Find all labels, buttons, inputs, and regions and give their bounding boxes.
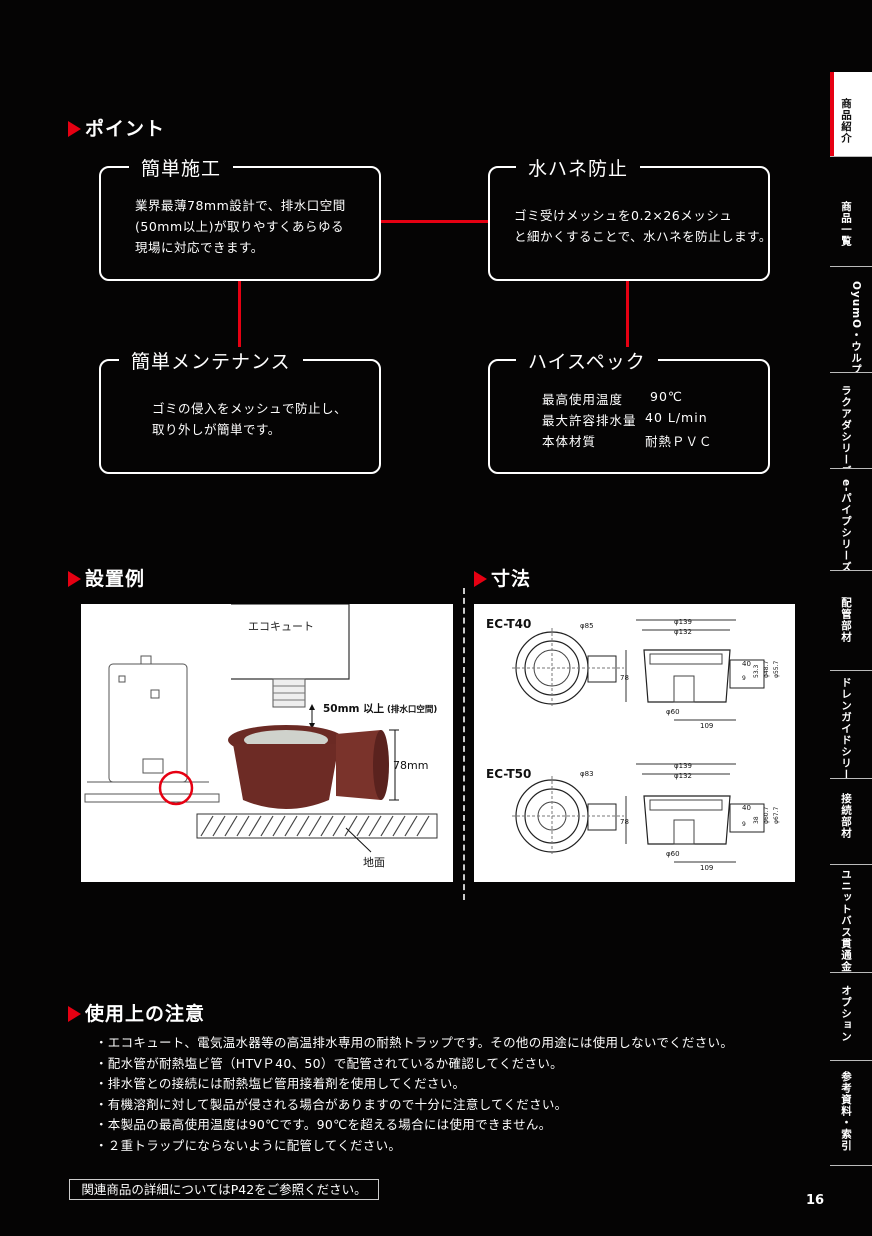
- spec-value: 耐熱ＰＶＣ: [645, 434, 713, 449]
- tab-unitbath-fittings[interactable]: ユニットバス貫通金具: [830, 864, 872, 984]
- connector-line: [238, 281, 241, 362]
- feature-box-easy-maintenance: 簡単メンテナンス ゴミの侵入をメッシュで防止し、 取り外しが簡単です。: [99, 347, 381, 474]
- feature-label: 水ハネ防止: [516, 154, 641, 181]
- point-section-title: ポイント: [68, 114, 165, 141]
- dim-r2: φ55.7: [773, 661, 780, 679]
- ecocute-label: エコキュート: [248, 620, 314, 633]
- caution-line: ・エコキュート、電気温水器等の高温排水専用の耐熱トラップです。その他の用途には使…: [95, 1035, 734, 1050]
- caution-line: ・有機溶剤に対して製品が侵される場合がありますので十分に注意してください。: [95, 1097, 568, 1112]
- tab-label: 参考資料・索引: [840, 1071, 852, 1152]
- caution-line: ・排水管との接続には耐熱塩ビ管用接着剤を使用してください。: [95, 1076, 466, 1091]
- dim-r2: φ67.7: [773, 807, 780, 825]
- tab-drain-guide-series[interactable]: ドレンガイドシリーズ: [830, 670, 872, 792]
- ecocute-outline: [231, 603, 350, 680]
- dim-r1: φ48.7: [763, 661, 770, 679]
- dim-40: 40: [742, 804, 751, 812]
- space-label: 50mm 以上: [323, 702, 385, 715]
- connector-line: [626, 281, 629, 362]
- feature-label: 簡単メンテナンス: [119, 347, 303, 374]
- dim-bottom: φ60: [666, 708, 680, 716]
- feature-box-splash-prevention: 水ハネ防止 ゴミ受けメッシュを0.2×26メッシュ と細かくすることで、水ハネを…: [488, 154, 772, 281]
- caution-section-title: 使用上の注意: [68, 999, 205, 1026]
- tab-label: オプション: [840, 985, 852, 1043]
- dim-d1: φ139: [674, 618, 692, 626]
- tab-label: 配管部材: [840, 597, 852, 643]
- dim-40: 40: [742, 660, 751, 668]
- spec-name: 最大許容排水量: [542, 413, 637, 428]
- feature-text: 業界最薄78mm設計で、排水口空間 (50mm以上)が取りやすくあらゆる 現場に…: [135, 198, 346, 255]
- tab-label: 商品一覧: [840, 201, 852, 247]
- tab-options[interactable]: オプション: [830, 972, 872, 1061]
- page-number: 16: [806, 1193, 825, 1208]
- space-note: (排水口空間): [387, 704, 437, 715]
- model-ec-t50: EC-T50 φ83 φ139 φ132 78 40 φ60 109 φ60.7…: [486, 762, 780, 872]
- install-diagram: エコキュート 50mm 以上 (排水口空間) 78mm: [84, 603, 438, 869]
- spec-name: 本体材質: [542, 434, 597, 449]
- triangle-bullet-icon: [474, 571, 487, 587]
- dim-r4: 9: [742, 821, 746, 828]
- tab-label: ドレンガイドシリーズ: [840, 677, 852, 792]
- dim-top: φ83: [580, 770, 594, 778]
- tab-connection-parts[interactable]: 接続部材: [830, 778, 872, 865]
- triangle-bullet-icon: [68, 121, 81, 137]
- dim-height: 78: [620, 818, 629, 826]
- dim-bottom: φ60: [666, 850, 680, 858]
- triangle-bullet-icon: [68, 571, 81, 587]
- highlight-circle: [158, 770, 194, 806]
- tab-product-list[interactable]: 商品一覧: [830, 156, 872, 267]
- model-name: EC-T50: [486, 767, 531, 781]
- tab-references-index[interactable]: 参考資料・索引: [830, 1060, 872, 1166]
- dim-r4: 9: [742, 675, 746, 682]
- dims-section-title: 寸法: [474, 564, 531, 591]
- tab-rakuada-series[interactable]: ラクアダシリーズ: [830, 372, 872, 477]
- dim-d2: φ132: [674, 772, 692, 780]
- dim-d1: φ139: [674, 762, 692, 770]
- model-ec-t40: EC-T40 φ85 φ139 φ132 78 40 φ60 109 φ48.7…: [486, 617, 780, 730]
- dim-length: 109: [700, 722, 713, 730]
- tab-label: 商品紹介: [840, 98, 852, 144]
- tab-piping-parts[interactable]: 配管部材: [830, 570, 872, 671]
- ground-label: 地面: [363, 856, 385, 869]
- spec-value: 40 L/min: [645, 410, 708, 425]
- dim-d2: φ132: [674, 628, 692, 636]
- caution-line: ・本製品の最高使用温度は90℃です。90℃を超える場合には使用できません。: [95, 1117, 552, 1132]
- feature-box-high-spec: ハイスペック 最高使用温度 90℃ 最大許容排水量 40 L/min 本体材質 …: [488, 347, 770, 474]
- dim-r1: φ60.7: [763, 807, 770, 825]
- caution-line: ・配水管が耐熱塩ビ管（HTVＰ40、50）で配管されているか確認してください。: [95, 1056, 563, 1071]
- tab-label: e-パイプシリーズ: [840, 479, 852, 573]
- dim-r3: 38: [753, 816, 760, 824]
- section-divider: [463, 588, 465, 900]
- related-products-note: 関連商品の詳細についてはP42をご参照ください。: [69, 1179, 379, 1200]
- feature-label: 簡単施工: [129, 154, 234, 181]
- tab-product-intro[interactable]: 商品紹介: [830, 72, 872, 156]
- triangle-bullet-icon: [68, 1006, 81, 1022]
- tab-label: ラクアダシリーズ: [840, 385, 852, 477]
- tab-label: 接続部材: [840, 793, 852, 839]
- dims-diagram-panel: EC-T40 φ85 φ139 φ132 78 40 φ60 109 φ48.7…: [474, 604, 795, 882]
- install-diagram-panel: エコキュート 50mm 以上 (排水口空間) 78mm: [81, 603, 453, 882]
- spec-name: 最高使用温度: [542, 392, 624, 407]
- tab-epipe-series[interactable]: e-パイプシリーズ: [830, 468, 872, 573]
- dim-top: φ85: [580, 622, 594, 630]
- dim-r3: 53.3: [753, 664, 760, 678]
- feature-label: ハイスペック: [516, 347, 658, 374]
- tab-oyumo-series[interactable]: OyumO・ウルプロシリーズ: [830, 266, 872, 433]
- dims-diagram: EC-T40 φ85 φ139 φ132 78 40 φ60 109 φ48.7…: [486, 617, 780, 872]
- dim-height: 78: [620, 674, 629, 682]
- tab-label: ユニットバス貫通金具: [840, 869, 852, 984]
- model-name: EC-T40: [486, 617, 531, 631]
- feature-text: ゴミ受けメッシュを0.2×26メッシュ と細かくすることで、水ハネを防止します。: [514, 208, 772, 244]
- feature-box-easy-install: 簡単施工 業界最薄78mm設計で、排水口空間 (50mm以上)が取りやすくあらゆ…: [99, 154, 381, 281]
- spec-value: 90℃: [650, 389, 683, 404]
- install-section-title: 設置例: [68, 564, 145, 591]
- feature-text: ゴミの侵入をメッシュで防止し、 取り外しが簡単です。: [152, 401, 348, 437]
- height-label: 78mm: [393, 759, 428, 772]
- active-tab-marker: [830, 72, 834, 156]
- caution-line: ・２重トラップにならないように配管してください。: [95, 1138, 402, 1153]
- dim-length: 109: [700, 864, 713, 872]
- connector-line: [380, 220, 490, 223]
